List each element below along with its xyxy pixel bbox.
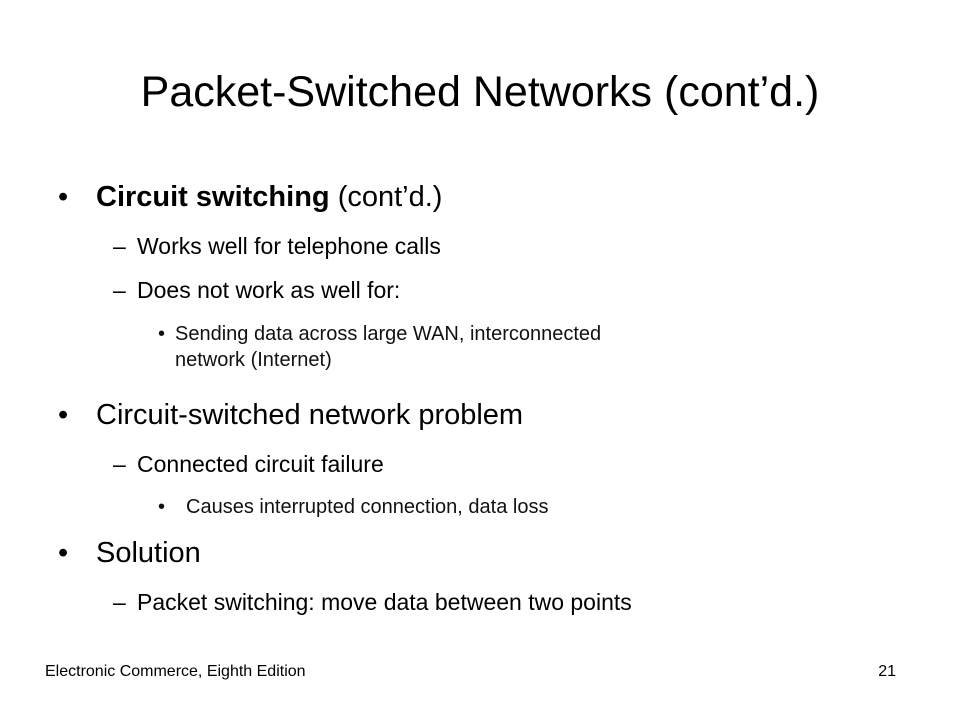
item-text: Connected circuit failure: [137, 451, 384, 477]
footer-course-title: Electronic Commerce, Eighth Edition: [45, 663, 306, 680]
dash-icon: –: [113, 589, 126, 615]
slide-title: Packet-Switched Networks (cont’d.): [140, 68, 820, 116]
sub-sub-item-interrupted-connection: • Causes interrupted connection, data lo…: [158, 494, 549, 520]
dash-icon: –: [113, 277, 126, 303]
item-text: Circuit-switched network problem: [96, 399, 524, 431]
sub-item-packet-switching: – Packet switching: move data between tw…: [113, 588, 632, 616]
bullet-item-solution: • Solution: [58, 536, 201, 570]
bullet-item-circuit-switching: • Circuit switching (cont’d.): [58, 180, 443, 214]
item-text: (cont’d.): [329, 181, 443, 213]
bullet-icon: •: [158, 323, 166, 345]
sub-item-does-not-work: – Does not work as well for:: [113, 276, 401, 304]
bullet-icon: •: [158, 496, 166, 518]
bullet-icon: •: [58, 399, 69, 431]
footer-page-number: 21: [878, 663, 896, 680]
item-text: Sending data across large WAN, interconn…: [175, 323, 602, 345]
item-text: Works well for telephone calls: [137, 233, 441, 259]
item-text: Causes interrupted connection, data loss: [186, 496, 549, 518]
bullet-icon: •: [58, 537, 69, 569]
dash-icon: –: [113, 451, 126, 477]
sub-item-circuit-failure: – Connected circuit failure: [113, 450, 384, 478]
item-text-continuation: network (Internet): [175, 349, 332, 371]
item-text: Packet switching: move data between two …: [137, 589, 632, 615]
dash-icon: –: [113, 233, 126, 259]
bullet-item-network-problem: • Circuit-switched network problem: [58, 398, 524, 432]
item-bold-text: Circuit switching: [96, 181, 330, 213]
item-text: Does not work as well for:: [137, 277, 401, 303]
bullet-icon: •: [58, 181, 69, 213]
sub-item-telephone-calls: – Works well for telephone calls: [113, 232, 441, 260]
item-text: Solution: [96, 537, 201, 569]
sub-sub-item-sending-data: • Sending data across large WAN, interco…: [158, 321, 602, 373]
